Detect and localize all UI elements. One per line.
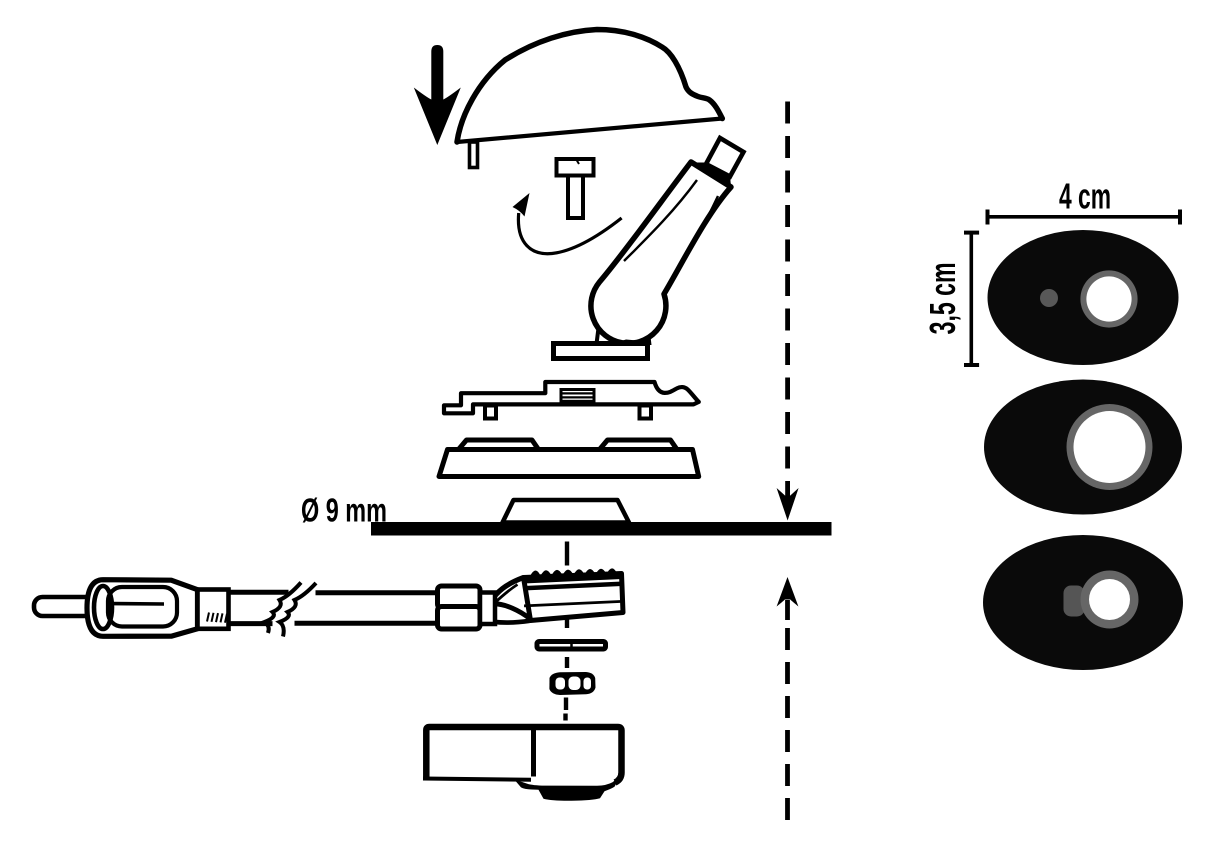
svg-text:Ø 9 mm: Ø 9 mm	[301, 493, 387, 530]
svg-text:3,5 cm: 3,5 cm	[922, 262, 963, 334]
svg-text:4 cm: 4 cm	[1059, 176, 1111, 217]
